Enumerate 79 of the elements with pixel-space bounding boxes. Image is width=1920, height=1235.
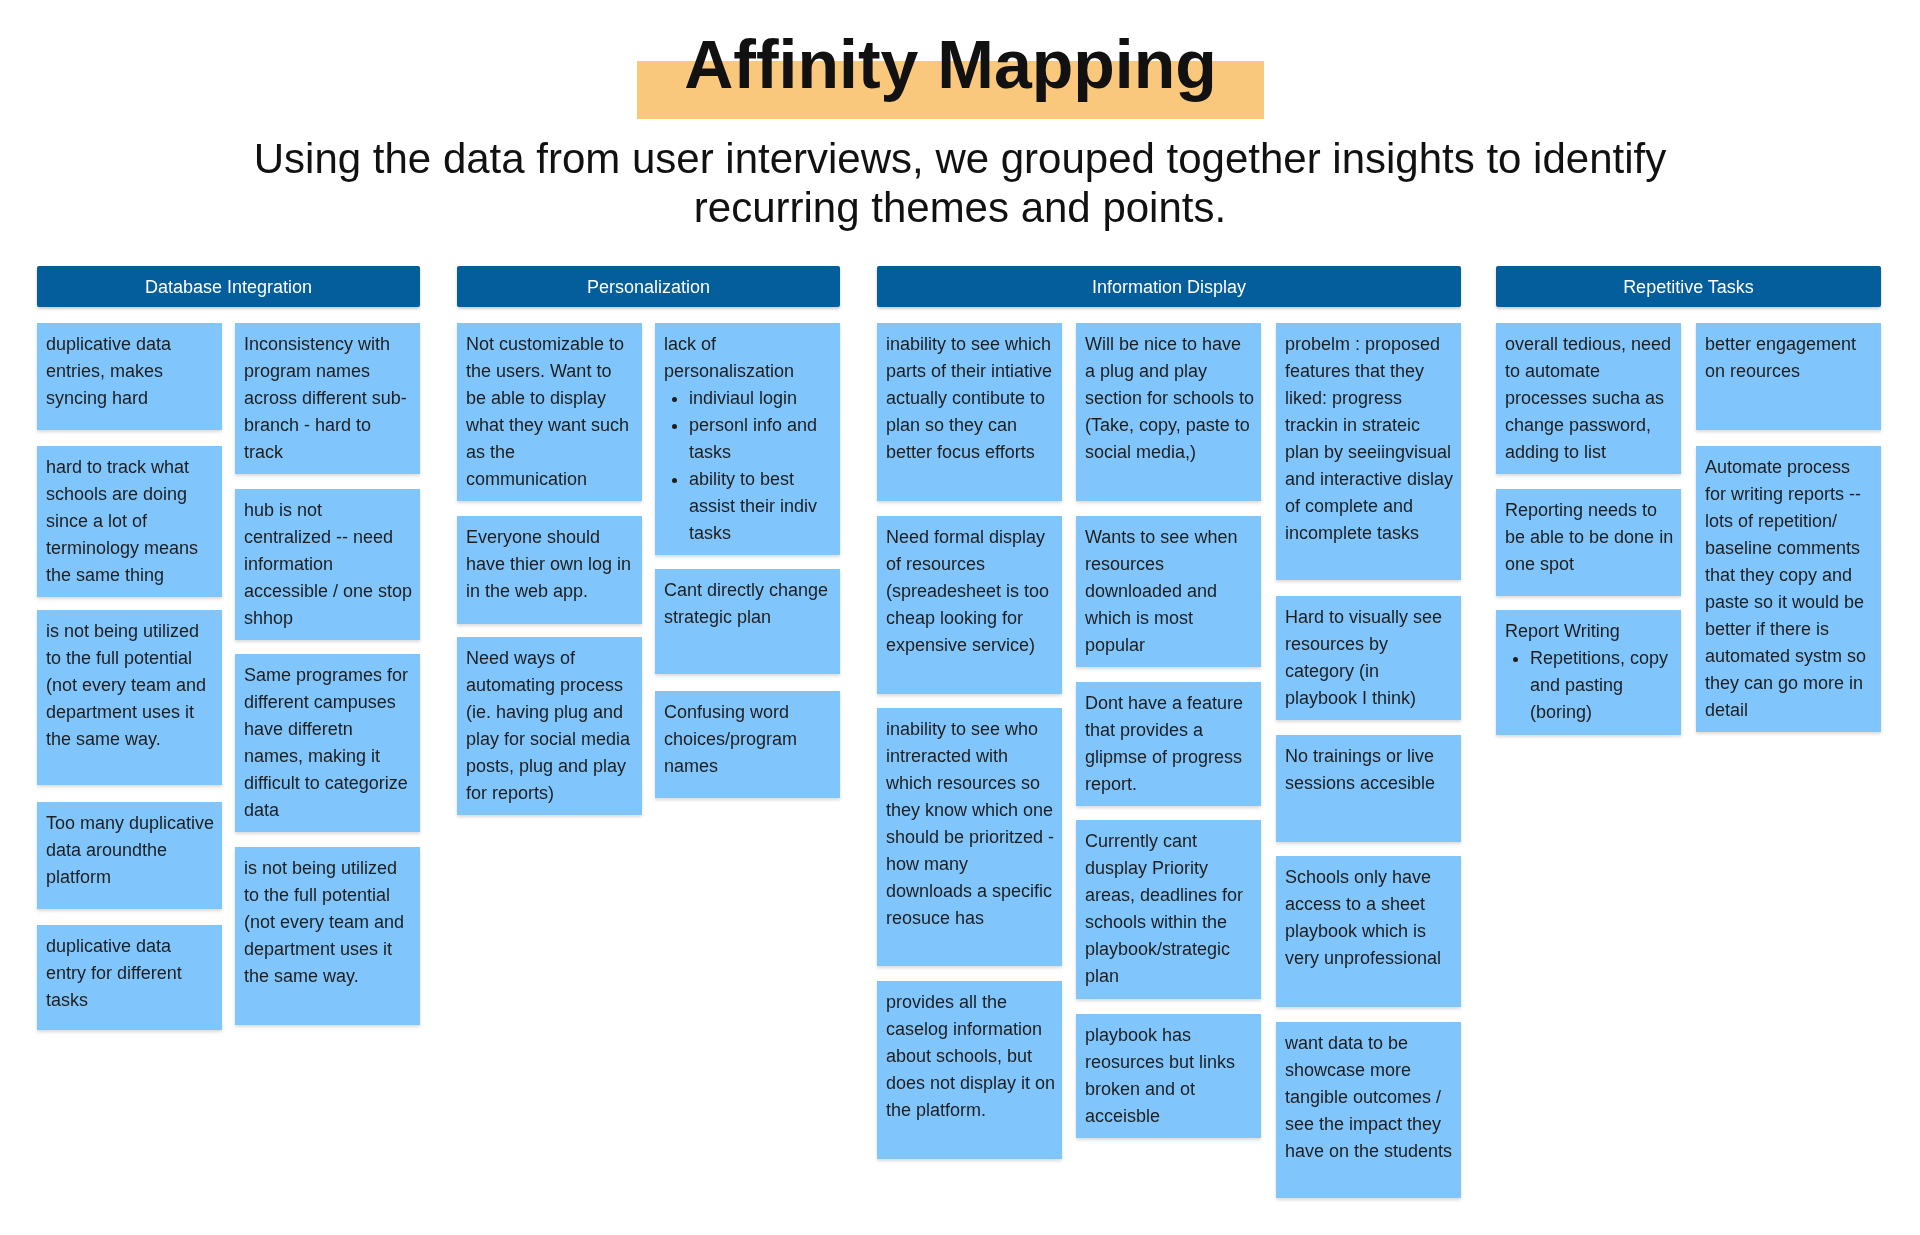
- sticky-note: [1276, 596, 1461, 720]
- sticky-note: [37, 610, 222, 785]
- sticky-note: [877, 516, 1062, 694]
- sticky-note: [37, 323, 222, 430]
- note-text: Currently cant dusplay Priority areas, deadlines for schools within the playbook/strategic plan: [1085, 830, 1245, 988]
- note-text: Confusing word choices/program names: [664, 701, 799, 778]
- sticky-note: [1496, 323, 1681, 474]
- sticky-note: [457, 323, 642, 501]
- note-text: Too many duplicative data aroundthe platform: [46, 812, 216, 889]
- note-text: Not customizable to the users. Want to be able to display what they want such as the communication: [466, 333, 631, 491]
- note-text: probelm : proposed features that they liked: progress trackin in strateic plan by seeiingvisual and interactive dislay of complete and incomplete tasks: [1285, 333, 1455, 545]
- note-text: Reporting needs to be able to be done in one spot: [1505, 499, 1675, 576]
- header-text: Repetitive Tasks: [1623, 275, 1754, 299]
- sticky-note: [1076, 682, 1261, 806]
- note-text: No trainings or live sessions accesible: [1285, 745, 1437, 795]
- sticky-note: [235, 489, 420, 640]
- sticky-note: [1496, 610, 1681, 735]
- note-text: Need ways of automating process (ie. having plug and play for social media posts, plug and play for reports): [466, 647, 632, 805]
- note-text: hub is not centralized -- need information accessible / one stop shhop: [244, 499, 414, 630]
- sticky-note: [1076, 323, 1261, 501]
- note-text: better engagement on reources: [1705, 333, 1858, 383]
- sticky-note: [1276, 856, 1461, 1007]
- category-header: [37, 266, 420, 307]
- sticky-note: [877, 708, 1062, 966]
- sticky-note: [1276, 735, 1461, 842]
- note-text: playbook has reosurces but links broken and ot acceisble: [1085, 1024, 1237, 1128]
- note-text: is not being utilized to the full potential (not every team and department uses it the same way.: [46, 620, 208, 751]
- sticky-note: [235, 654, 420, 832]
- note-text: inability to see who intreracted with which resources so they know which one should be prioritzed -how many downloads a specific reosuce has: [886, 718, 1056, 930]
- note-text: Will be nice to have a plug and play section for schools to (Take, copy, paste to social media,): [1085, 333, 1255, 464]
- category-header: [877, 266, 1461, 307]
- sticky-note: [235, 847, 420, 1025]
- note-text: Everyone should have thier own log in in the web app.: [466, 526, 633, 603]
- sticky-note: [877, 981, 1062, 1159]
- sticky-note: [1076, 516, 1261, 667]
- sticky-note: [1276, 1022, 1461, 1198]
- sticky-note: [1696, 446, 1881, 732]
- note-text: duplicative data entry for different tasks: [46, 935, 183, 1012]
- list-item-text: indiviaul login: [689, 387, 798, 410]
- category-header: [1496, 266, 1881, 307]
- note-text: Automate process for writing reports -- lots of repetition/ baseline comments that they copy and paste so it would be better if there is automated systm so they can go more in detail: [1705, 456, 1868, 722]
- note-text: Need formal display of resources (spreadesheet is too cheap looking for expensive service): [886, 526, 1051, 657]
- sticky-note: [655, 323, 840, 555]
- sticky-note: [1076, 1014, 1261, 1138]
- note-text: Hard to visually see resources by category (in playbook I think): [1285, 606, 1444, 710]
- sticky-note: [1076, 820, 1261, 999]
- note-text: inability to see which parts of their intiative actually contibute to plan so they can better focus efforts: [886, 333, 1054, 464]
- note-text: Dont have a feature that provides a glipmse of progress report.: [1085, 692, 1245, 796]
- header-text: Personalization: [586, 275, 711, 299]
- sticky-note: [1496, 489, 1681, 596]
- note-text: Same programes for different campuses have differetn names, making it difficult to categorize data: [244, 664, 410, 822]
- note-text: is not being utilized to the full potential (not every team and department uses it the same way.: [244, 857, 406, 988]
- sticky-note: [655, 691, 840, 798]
- sticky-note: [235, 323, 420, 474]
- list-item-text: Repetitions, copy and pasting (boring): [1530, 647, 1670, 724]
- sticky-note: [1696, 323, 1881, 430]
- note-text: duplicative data entries, makes syncing hard: [46, 333, 173, 410]
- sticky-note: [457, 516, 642, 624]
- note-text: want data to be showcase more tangible outcomes / see the impact they have on the students: [1285, 1032, 1454, 1163]
- sticky-note: [37, 802, 222, 909]
- header-text: Database Integration: [144, 275, 313, 299]
- note-text: Schools only have access to a sheet playbook which is very unprofessional: [1285, 866, 1443, 970]
- note-text: hard to track what schools are doing since a lot of terminology means the same thing: [46, 456, 200, 587]
- sticky-note: [655, 569, 840, 674]
- note-text: Report Writing: [1505, 620, 1621, 643]
- list-item-text: ability to best assist their indiv tasks: [689, 468, 819, 545]
- sticky-note: [877, 323, 1062, 501]
- note-text: Cant directly change strategic plan: [664, 579, 830, 629]
- note-text: Wants to see when resources downloaded and which is most popular: [1085, 526, 1239, 657]
- sticky-note: [457, 637, 642, 815]
- category-header: [457, 266, 840, 307]
- note-text: Inconsistency with program names across different sub-branch - hard to track: [244, 333, 408, 464]
- sticky-note: [37, 446, 222, 597]
- header-text: Information Display: [1091, 275, 1247, 299]
- note-text: overall tedious, need to automate processes sucha as change password, adding to list: [1505, 333, 1673, 464]
- subtitle: Using the data from user interviews, we grouped together insights to identify recurring themes and points.: [252, 134, 1668, 232]
- sticky-note: [1276, 323, 1461, 580]
- sticky-note: [37, 925, 222, 1030]
- note-text: provides all the caselog information about schools, but does not display it on the platform.: [886, 991, 1056, 1122]
